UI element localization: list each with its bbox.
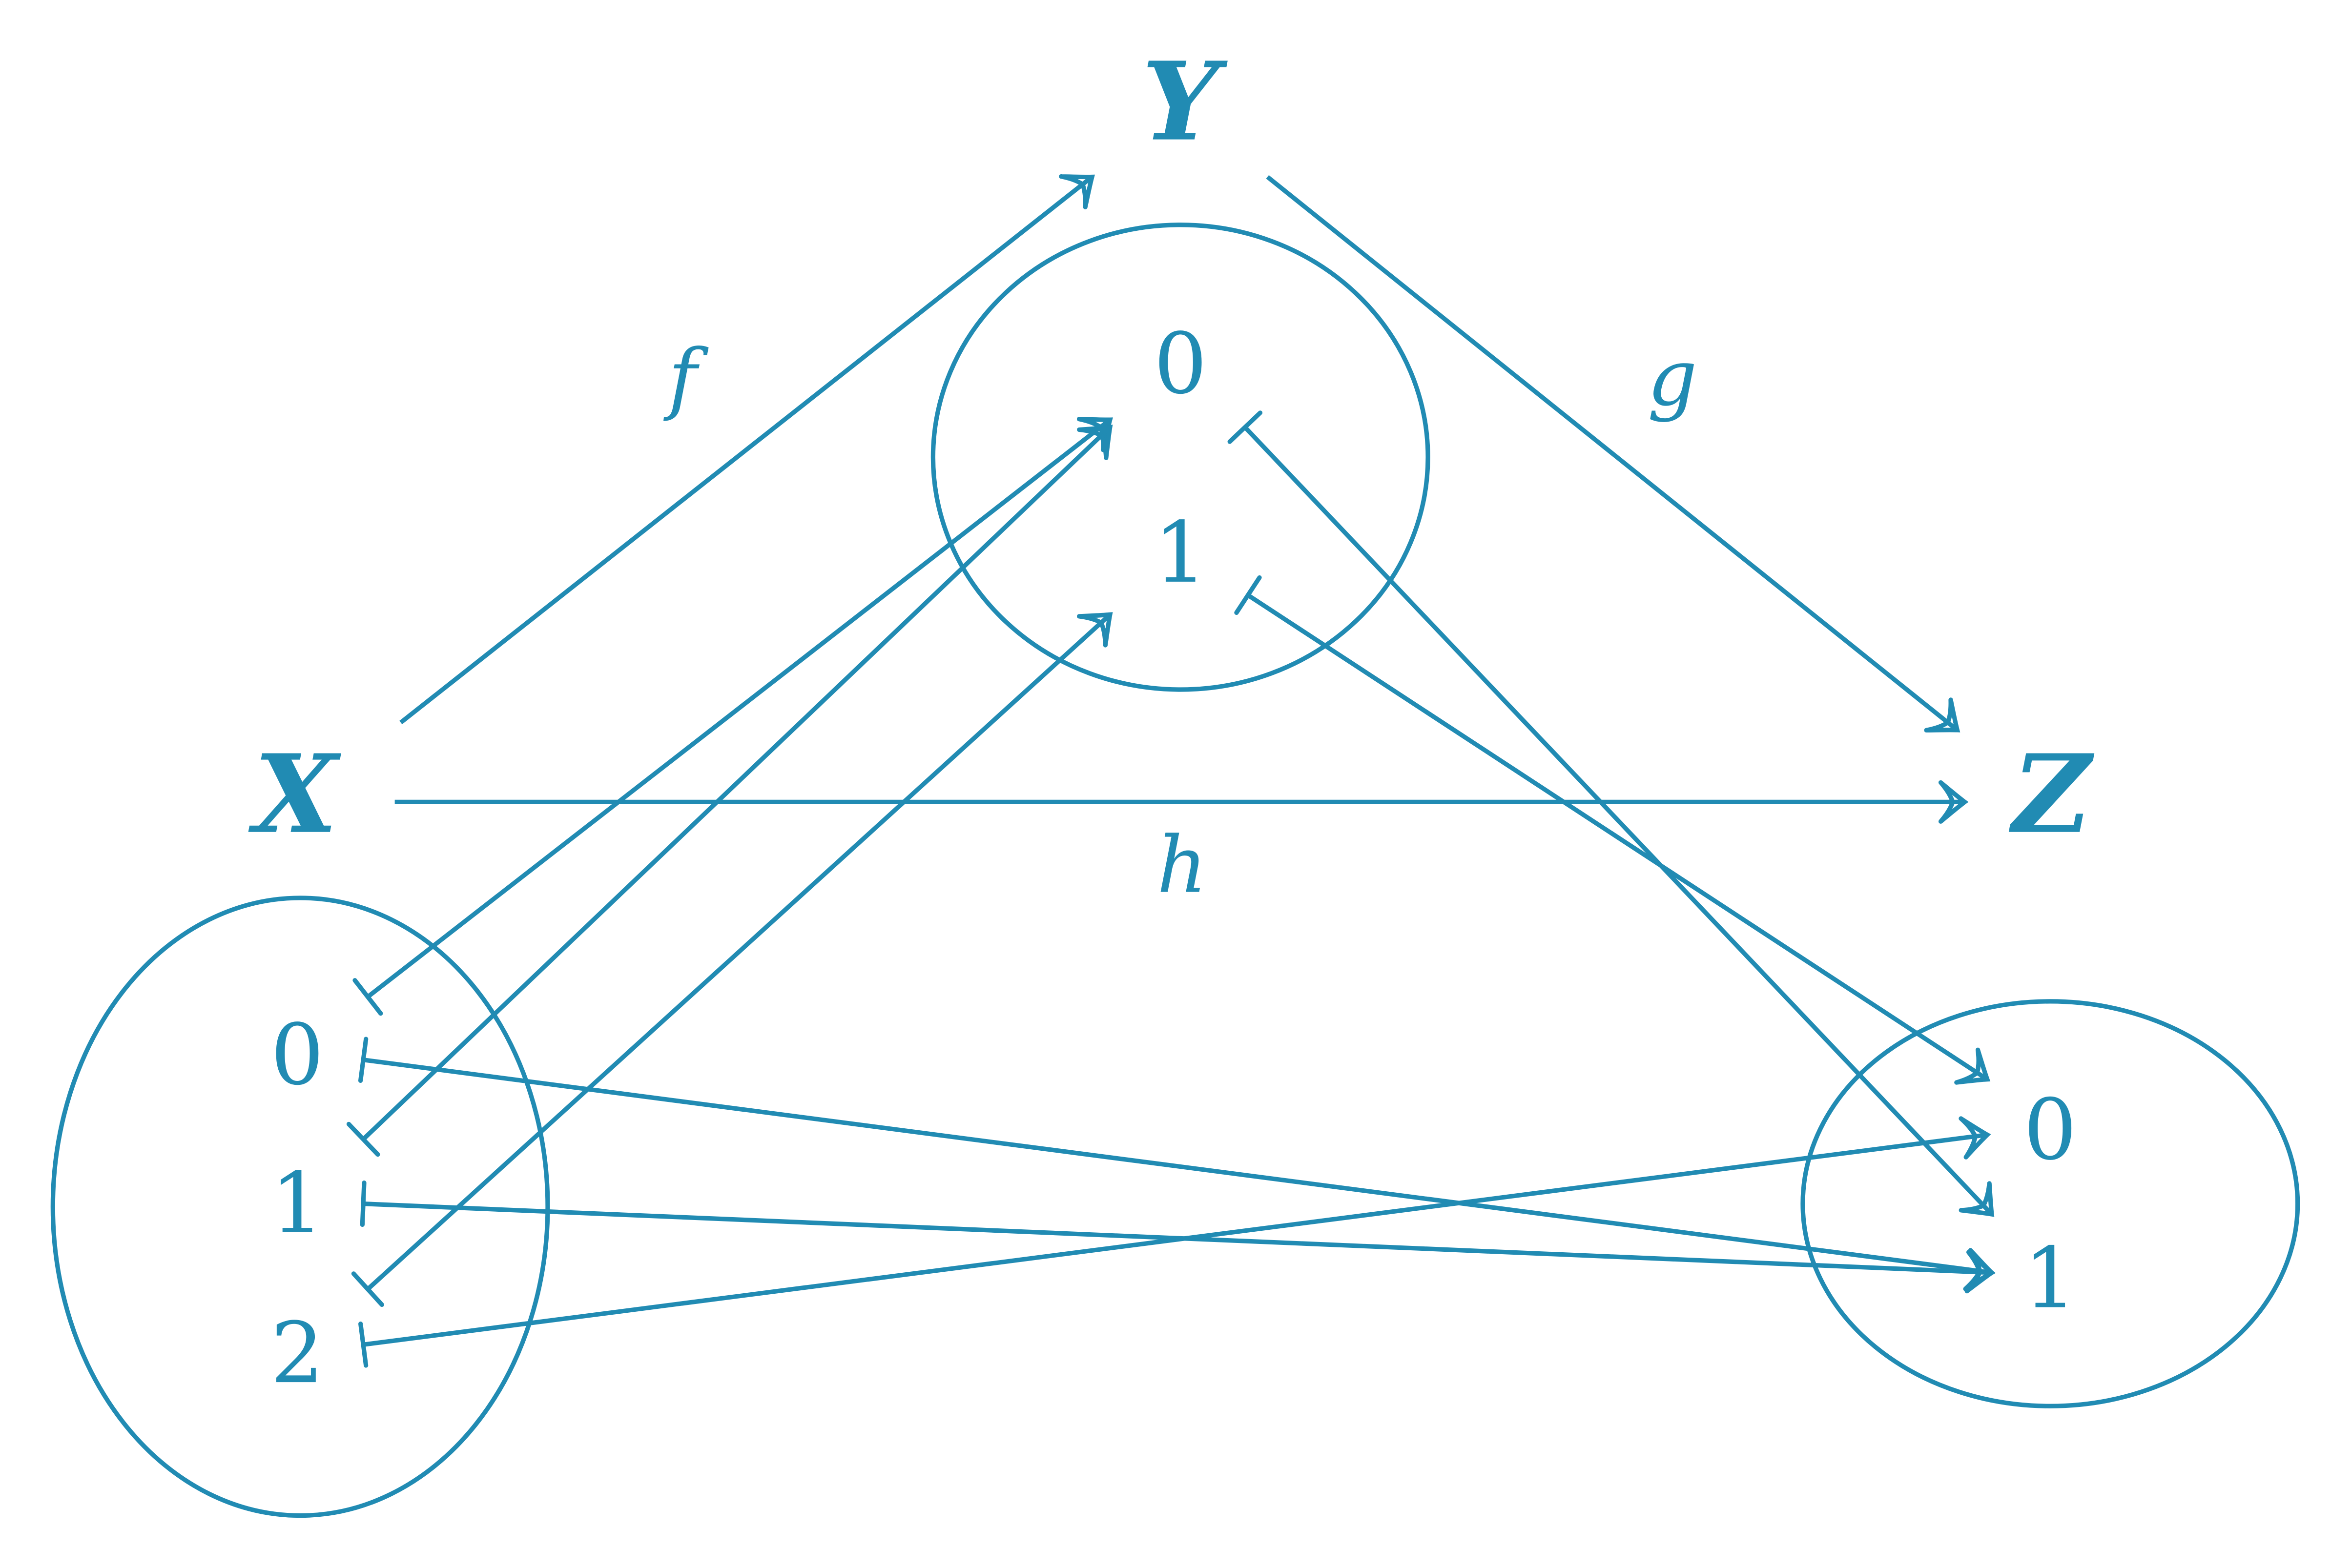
object-z: Z [2008, 731, 2095, 858]
mapsto-g-1-to-0 [1234, 575, 1991, 1085]
z-element-0: 0 [2023, 1080, 2077, 1179]
label-f: f [663, 332, 709, 423]
x-element-2: 2 [270, 1304, 324, 1402]
set-y-ellipse [930, 223, 1430, 692]
mapsto-h-2-to-0 [358, 1116, 1991, 1368]
mapsto-f-2-to-1 [351, 612, 1113, 1307]
element-mappings [346, 410, 1996, 1368]
set-z-ellipse [1800, 999, 2300, 1408]
x-element-0: 0 [270, 1006, 324, 1104]
label-g: g [1648, 332, 1697, 423]
object-y: Y [1142, 39, 1228, 165]
label-h: h [1157, 820, 1207, 911]
y-element-1: 1 [1154, 504, 1207, 602]
mapsto-f-0-to-0 [352, 417, 1113, 1016]
mapsto-f-1-to-0 [346, 425, 1113, 1157]
y-element-0: 0 [1154, 315, 1207, 413]
arrow-g [1266, 175, 1960, 733]
mapsto-g-0-to-1 [1227, 410, 1995, 1217]
object-x: X [248, 731, 341, 858]
arrow-f [399, 174, 1095, 725]
x-element-1: 1 [270, 1154, 324, 1252]
z-element-1: 1 [2023, 1229, 2077, 1327]
